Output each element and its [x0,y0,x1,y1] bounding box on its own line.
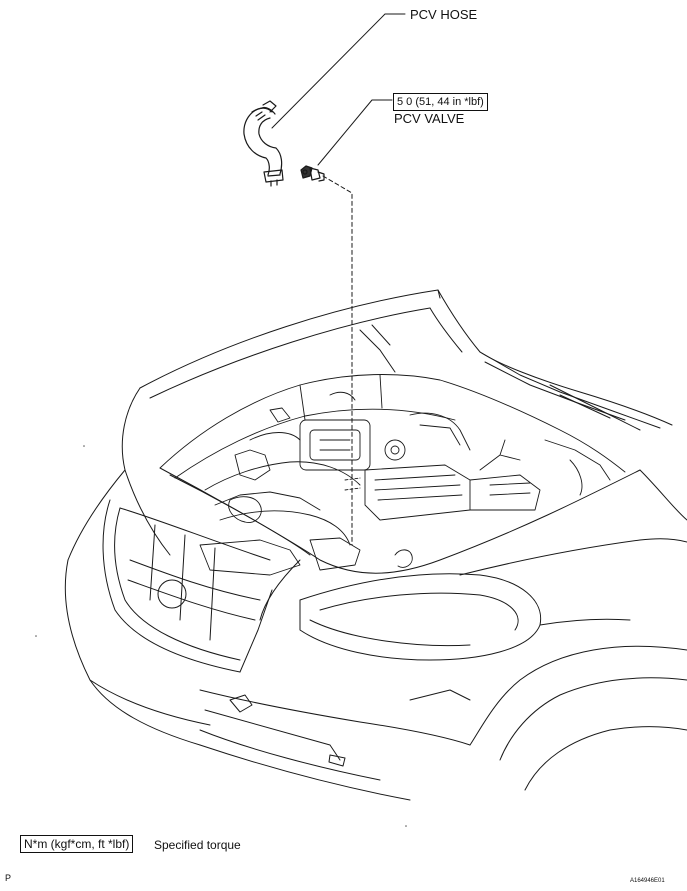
install-dashed-line [322,175,353,546]
car-front-body [64,387,687,801]
legend-torque-units-box: N*m (kgf*cm, ft *lbf) [20,835,134,853]
legend-torque-description: Specified torque [154,838,241,852]
figure-id: A164946E01 [630,878,665,884]
torque-value-box: 5 0 (51, 44 in *lbf) [393,93,488,111]
engine-bay [159,374,626,576]
pcv-valve-leader-line [317,99,393,166]
pcv-hose-label: PCV HOSE [410,7,478,22]
pcv-valve-label: PCV VALVE [394,111,465,126]
pcv-hose-leader-line [271,13,406,129]
pcv-valve-part [300,165,325,182]
pcv-hose-part [243,100,284,187]
car-hood [139,289,673,431]
scan-specks [35,445,407,827]
page-letter: P [5,873,12,883]
